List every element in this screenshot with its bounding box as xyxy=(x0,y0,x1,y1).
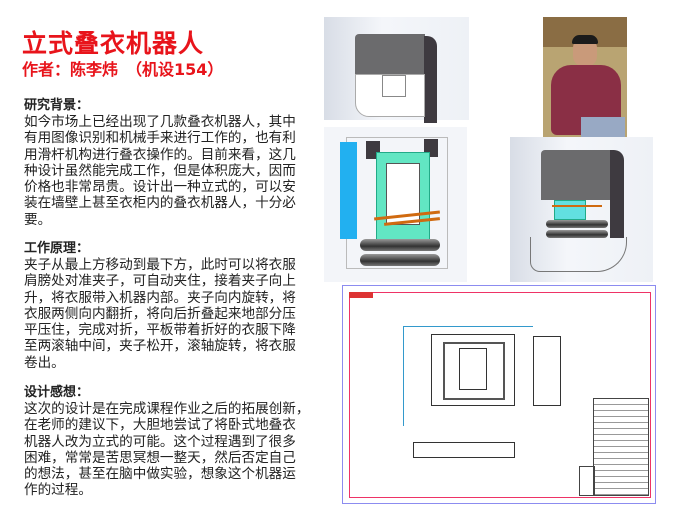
text-line: 衣服两侧向内翻折，将向后折叠起来地部分压 xyxy=(24,305,296,322)
front-view-inner xyxy=(443,342,505,400)
dimension-line xyxy=(403,326,533,327)
text-line: 的想法，甚至在脑中做实验，想象这个机器运 xyxy=(24,466,296,483)
roller xyxy=(360,254,440,266)
text-line: 种设计虽然能完成工作，但是体积庞大，因而 xyxy=(24,162,296,179)
render-closed-machine xyxy=(324,17,469,123)
text-line: 用滑杆机构进行叠衣操作的。目前来看，这几 xyxy=(24,146,296,163)
render-open-machine xyxy=(510,137,653,282)
engineering-drawing xyxy=(342,285,656,504)
text-line: 这次的设计是在完成课程作业之后的拓展创新， xyxy=(24,401,310,417)
text-line: 作的过程。 xyxy=(24,482,92,499)
dimension-line xyxy=(403,326,404,426)
roller xyxy=(546,220,608,228)
machine-side xyxy=(610,150,624,238)
poster-title: 立式叠衣机器人 xyxy=(22,29,205,58)
text-line: 如今市场上已经出现了几款叠衣机器人，其中 xyxy=(24,114,296,130)
text-line: 装在墙壁上甚至衣柜内的叠衣机器人，十分必 xyxy=(24,195,296,212)
front-view-window xyxy=(459,348,487,390)
render-internal-mechanism xyxy=(324,127,467,282)
text-line: 困难，常常是苦思冥想一整天，然后否定自己 xyxy=(24,449,296,466)
text-line: 有用图像识别和机械手来进行工作的，也有利 xyxy=(24,130,296,147)
drawing-label xyxy=(349,292,373,298)
output-tray xyxy=(530,237,627,272)
section-heading: 工作原理： xyxy=(24,241,90,256)
machine-front xyxy=(355,74,425,117)
text-line: 机器人改为立式的可能。这个过程遇到了很多 xyxy=(24,433,296,450)
side-panel xyxy=(340,142,357,239)
text-line: 升，将衣服带入机器内部。夹子向内旋转，将 xyxy=(24,289,296,306)
machine-cover xyxy=(541,150,611,200)
section-heading: 研究背景： xyxy=(24,98,90,113)
text-line: 卷出。 xyxy=(24,354,65,371)
section-working-principle: 工作原理： 夹子从最上方移动到最下方，此时可以将衣服 肩膀处对准夹子，可自动夹住… xyxy=(24,241,334,371)
author-photo xyxy=(543,17,627,141)
drawing-border xyxy=(349,292,651,498)
side-view xyxy=(533,336,561,406)
rod xyxy=(552,205,602,207)
machine-cover xyxy=(355,34,425,74)
section-design-reflection: 设计感想： 这次的设计是在完成课程作业之后的拓展创新， 在老师的建议下，大胆地尝… xyxy=(24,385,334,499)
text-line: 要。 xyxy=(24,211,52,228)
front-window xyxy=(382,75,406,97)
text-line: 肩膀处对准夹子，可自动夹住，接着夹子向上 xyxy=(24,273,296,290)
text-line: 价格也非常昂贵。设计出一种立式的，可以安 xyxy=(24,179,296,196)
front-view xyxy=(431,334,515,406)
folding-plate xyxy=(554,200,586,220)
hair xyxy=(572,35,598,44)
title-block xyxy=(593,398,649,496)
title-block-cell xyxy=(579,466,595,496)
text-line: 至两滚轴中间，夹子松开，滚轴旋转，将衣服 xyxy=(24,338,296,355)
text-line: 夹子从最上方移动到最下方，此时可以将衣服 xyxy=(24,257,296,273)
text-line: 在老师的建议下，大胆地尝试了将卧式地叠衣 xyxy=(24,417,296,434)
roller xyxy=(360,239,440,251)
section-heading: 设计感想： xyxy=(24,385,90,400)
text-line: 平压住，完成对折，平板带着折好的衣服下降 xyxy=(24,322,296,339)
roller xyxy=(546,230,608,238)
top-view xyxy=(413,442,515,458)
section-research-background: 研究背景： 如今市场上已经出现了几款叠衣机器人，其中 有用图像识别和机械手来进行… xyxy=(24,98,334,228)
author-line: 作者：陈李炜 （机设154） xyxy=(22,60,224,79)
machine-side xyxy=(424,36,437,123)
